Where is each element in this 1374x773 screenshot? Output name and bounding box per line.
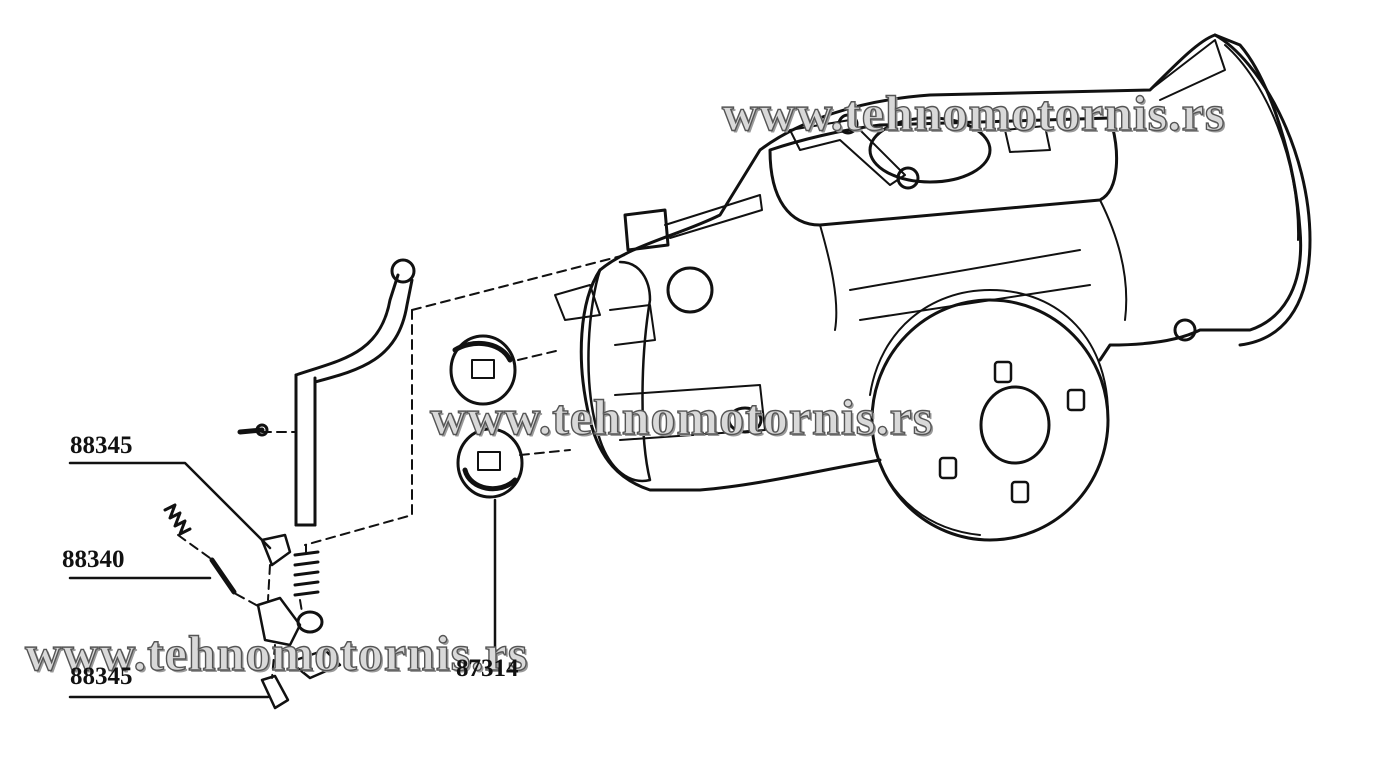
bearing-ring-lower (456, 427, 524, 499)
leader-lines (68, 461, 497, 699)
gearbox-housing (554, 33, 1312, 542)
assembly-guide-lines (177, 254, 626, 679)
bearing-ring-upper (449, 334, 517, 406)
part-label-88345-lower: 88345 (70, 663, 133, 690)
shift-rod (294, 258, 416, 527)
part-label-88345-upper: 88345 (70, 432, 133, 459)
part-label-88340: 88340 (62, 546, 125, 573)
part-label-87314: 87314 (456, 655, 519, 682)
